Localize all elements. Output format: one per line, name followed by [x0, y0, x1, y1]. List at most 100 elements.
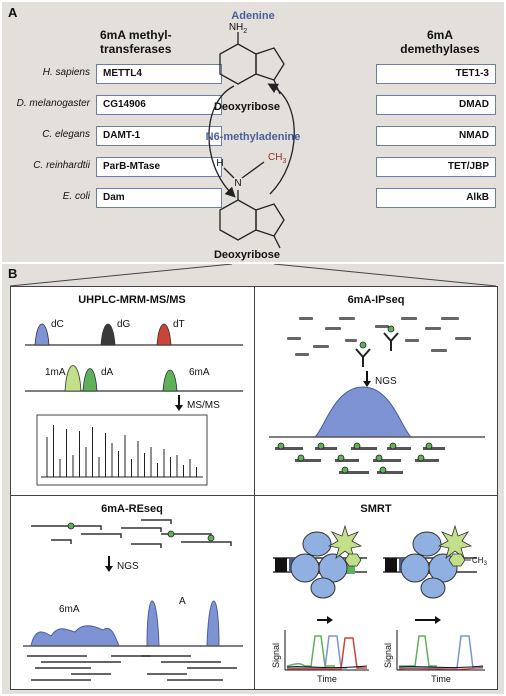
dna-fragment [401, 317, 417, 320]
label-da: dA [101, 367, 114, 378]
dna-fragment [425, 327, 441, 330]
signal-plot-left: Signal Time [271, 630, 369, 684]
label-dg: dG [117, 319, 131, 330]
adenine-ring [219, 32, 285, 95]
species-label: C. reinhardtii [33, 160, 90, 171]
a-coverage-right [206, 600, 220, 647]
svg-text:NH2: NH2 [229, 22, 247, 35]
label-1ma: 1mA [45, 367, 66, 378]
reseq-title: 6mA-REseq [101, 503, 163, 515]
aligned-read [377, 471, 403, 474]
peak-dg [100, 323, 116, 346]
methyltransferase-box: CG14906 [96, 95, 222, 115]
methods-grid: UHPLC-MRM-MS/MS dC dG dT 1mA dA 6mA MS/M… [10, 286, 498, 690]
methyl-mark [353, 442, 361, 450]
ipseq-quadrant: 6mA-IPseq NGS [269, 294, 485, 474]
methyl-mark [379, 466, 387, 474]
panel-b: B UHPLC-MRM-MS/MS dC dG dT 1mA dA 6mA [2, 264, 504, 694]
antibody-icon [355, 348, 371, 367]
a-coverage-left [146, 600, 160, 647]
demethylase-box: DMAD [376, 95, 496, 115]
peak-dc [34, 323, 50, 346]
demethylase-box: AlkB [376, 188, 496, 208]
vertical-divider [254, 287, 255, 689]
deoxyribose-bottom-label: Deoxyribose [214, 249, 280, 261]
polymerase-right: CH3 [383, 524, 488, 599]
aligned-read [335, 459, 359, 462]
methyl-mark [425, 442, 433, 450]
label-dc: dC [51, 319, 64, 330]
svg-text:H: H [216, 158, 223, 169]
methyltransferase-header: 6mA methyl- transferases [100, 28, 172, 56]
aligned-reads [275, 442, 445, 474]
aligned-read [315, 447, 337, 450]
dna-fragment [455, 337, 471, 340]
label-a: A [179, 596, 186, 607]
dna-fragment [431, 349, 447, 352]
restriction-fragment [181, 541, 232, 546]
peak-6ma [162, 369, 178, 392]
adenine-label: Adenine [231, 10, 274, 22]
horizontal-divider [11, 495, 497, 496]
panel-b-label: B [8, 266, 18, 281]
dna-fragment [295, 353, 309, 356]
methyltransferase-box: ParB-MTase [96, 157, 222, 177]
peak-dt [156, 323, 172, 346]
ipseq-title: 6mA-IPseq [348, 294, 405, 306]
dna-fragment [375, 325, 389, 328]
species-label: C. elegans [42, 129, 90, 140]
uhplc-quadrant: UHPLC-MRM-MS/MS dC dG dT 1mA dA 6mA MS/M… [25, 294, 243, 486]
aligned-read [339, 471, 369, 474]
time-label-left: Time [317, 674, 337, 684]
methyltransferase-box: DAMT-1 [96, 126, 222, 146]
reseq-quadrant: 6mA-REseq NGS 6mA A [23, 503, 243, 681]
label-6ma: 6mA [59, 604, 80, 615]
methyl-mark [317, 442, 325, 450]
demethylase-box: TET1-3 [376, 64, 496, 84]
dna-fragment [405, 339, 419, 342]
methylation-arrow [208, 85, 236, 198]
n6-methyladenine-ring [219, 161, 285, 249]
svg-text:CH3: CH3 [472, 556, 488, 567]
panel-a-label: A [8, 5, 18, 20]
demethylase-box: TET/JBP [376, 157, 496, 177]
aligned-read [351, 447, 377, 450]
polymerase-left [273, 524, 367, 599]
methyl-mark [297, 454, 305, 462]
smrt-quadrant: SMRT [271, 503, 488, 684]
methyl-mark [341, 466, 349, 474]
time-label-right: Time [431, 674, 451, 684]
restriction-fragment [31, 525, 102, 530]
methyl-mark [337, 454, 345, 462]
reseq-reads [27, 655, 237, 681]
msms-label: MS/MS [187, 400, 220, 411]
smrt-title: SMRT [360, 503, 391, 515]
msms-spectrum [36, 414, 208, 486]
spectrum-peaks [46, 425, 197, 477]
methyltransferase-box: METTL4 [96, 64, 222, 84]
restriction-fragment [121, 527, 162, 532]
methyl-mark [277, 442, 285, 450]
restriction-fragment [131, 543, 162, 548]
species-label: H. sapiens [42, 67, 90, 78]
peak-da [82, 368, 98, 392]
dna-fragment [345, 339, 357, 342]
methyltransferase-box: Dam [96, 188, 222, 208]
funnel-lines [9, 264, 497, 287]
uhplc-title: UHPLC-MRM-MS/MS [78, 294, 186, 306]
methyl-mark [417, 454, 425, 462]
dna-fragment [313, 345, 329, 348]
deoxyribose-top-label: Deoxyribose [214, 101, 280, 113]
ngs-label: NGS [375, 376, 397, 387]
aligned-read [387, 447, 411, 450]
peak-1ma [64, 365, 82, 392]
n6-methyladenine-label: N6-methyladenine [206, 131, 301, 143]
demethylation-arrow [267, 83, 295, 195]
6ma-coverage [30, 625, 120, 647]
enrichment-peak [313, 386, 413, 438]
dna-fragments [287, 317, 471, 356]
label-6ma: 6mA [189, 367, 210, 378]
demethylase-box: NMAD [376, 126, 496, 146]
restriction-fragment [141, 519, 172, 524]
dna-fragment [325, 327, 341, 330]
